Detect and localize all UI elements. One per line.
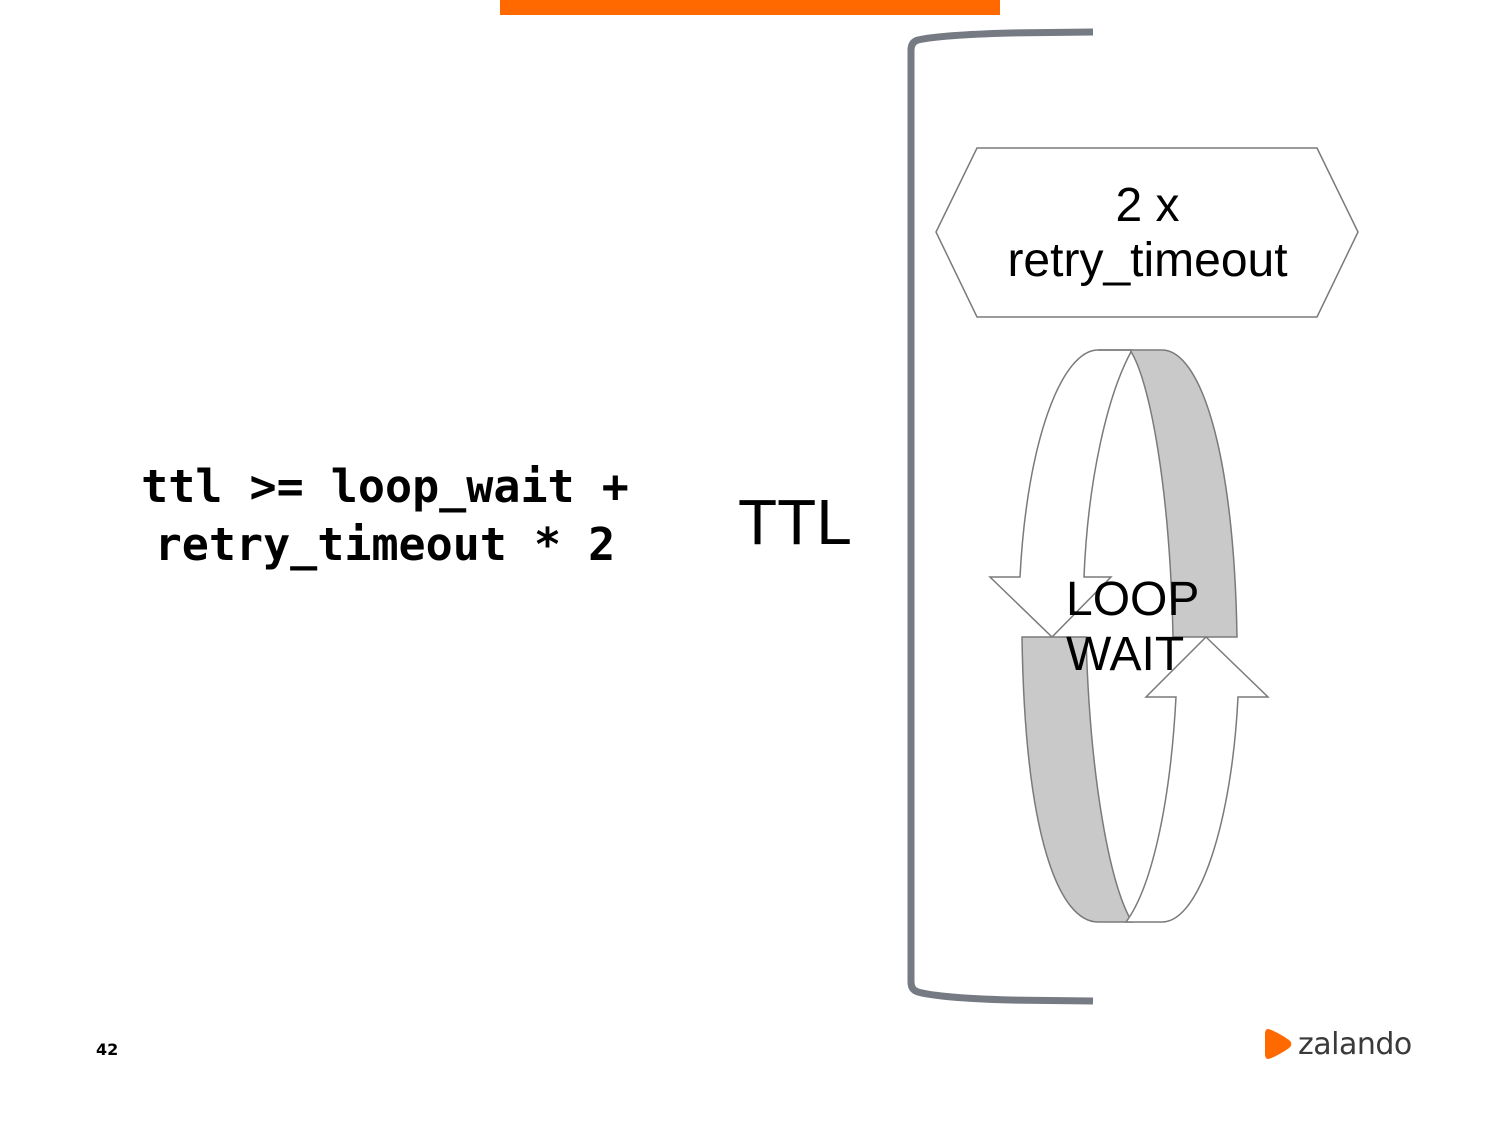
retry-timeout-hexagon: [935, 147, 1359, 318]
ttl-label: TTL: [738, 486, 852, 558]
hex-label-line-1: 2 x: [1115, 179, 1180, 232]
hex-label-line-2: retry_timeout: [1007, 234, 1288, 287]
accent-bar: [500, 0, 1000, 15]
gray-band-bottom: [1021, 636, 1134, 923]
loop-label-line-2: WAIT: [1066, 628, 1185, 681]
zalando-flag-icon: [1265, 1029, 1292, 1059]
ttl-bracket: [907, 28, 1094, 1005]
formula-line-2: retry_timeout * 2: [154, 518, 616, 571]
formula-line-1: ttl >= loop_wait +: [141, 460, 629, 513]
brand-logo: zalando: [1264, 1026, 1412, 1062]
loop-wait-label: LOOP WAIT: [1066, 572, 1199, 682]
gray-band-top: [1098, 349, 1238, 638]
brand-name: zalando: [1298, 1026, 1412, 1062]
up-arrow: [1124, 635, 1270, 923]
loop-label-line-1: LOOP: [1066, 573, 1200, 626]
retry-timeout-label: 2 x retry_timeout: [960, 178, 1335, 288]
page-number: 42: [96, 1040, 119, 1059]
loop-arrows: [988, 349, 1270, 923]
ttl-formula: ttl >= loop_wait + retry_timeout * 2: [100, 458, 670, 574]
